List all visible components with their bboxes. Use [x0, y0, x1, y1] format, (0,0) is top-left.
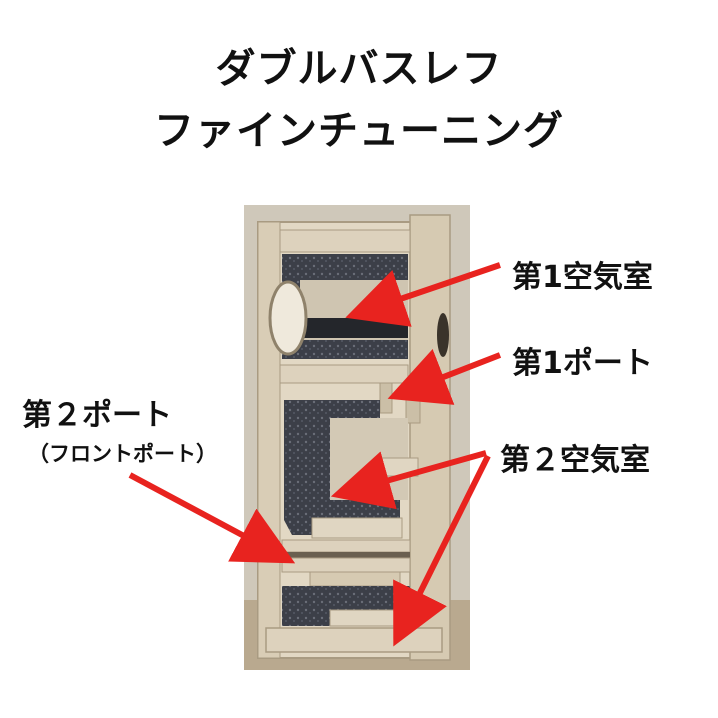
- port2-step: [309, 571, 401, 587]
- driver-hole: [268, 280, 308, 356]
- side-port-hole: [437, 313, 449, 357]
- bottom-brace: [329, 609, 401, 627]
- port1-tube-left: [379, 382, 393, 414]
- arrow-chamber1: [345, 262, 501, 327]
- label-port1: 第1ポート: [512, 346, 653, 381]
- arrow-chamber2-bottom: [393, 454, 491, 647]
- speaker-photo: [244, 205, 470, 670]
- title-line-1: ダブルバスレフ: [215, 46, 503, 92]
- chamber2-floor-board: [311, 517, 403, 539]
- arrow-port1: [387, 348, 502, 405]
- label-port2: 第２ポート: [22, 398, 172, 433]
- title-line-2: ファインチューニング: [154, 108, 564, 154]
- label-chamber1: 第1空気室: [512, 260, 653, 295]
- arrow-chamber2: [330, 450, 487, 510]
- label-chamber2: 第２空気室: [500, 443, 650, 478]
- annotation-arrows: [128, 262, 502, 647]
- arrow-port2: [128, 472, 296, 564]
- chamber1-dark-band: [300, 318, 408, 338]
- port2-board-bottom: [281, 557, 411, 573]
- port2-slot: [282, 552, 410, 558]
- base-board: [265, 627, 443, 653]
- divider-board-1: [279, 364, 409, 384]
- top-board: [279, 229, 411, 253]
- port2-board-top: [281, 539, 411, 553]
- label-port2-sub: （フロントポート）: [28, 442, 217, 466]
